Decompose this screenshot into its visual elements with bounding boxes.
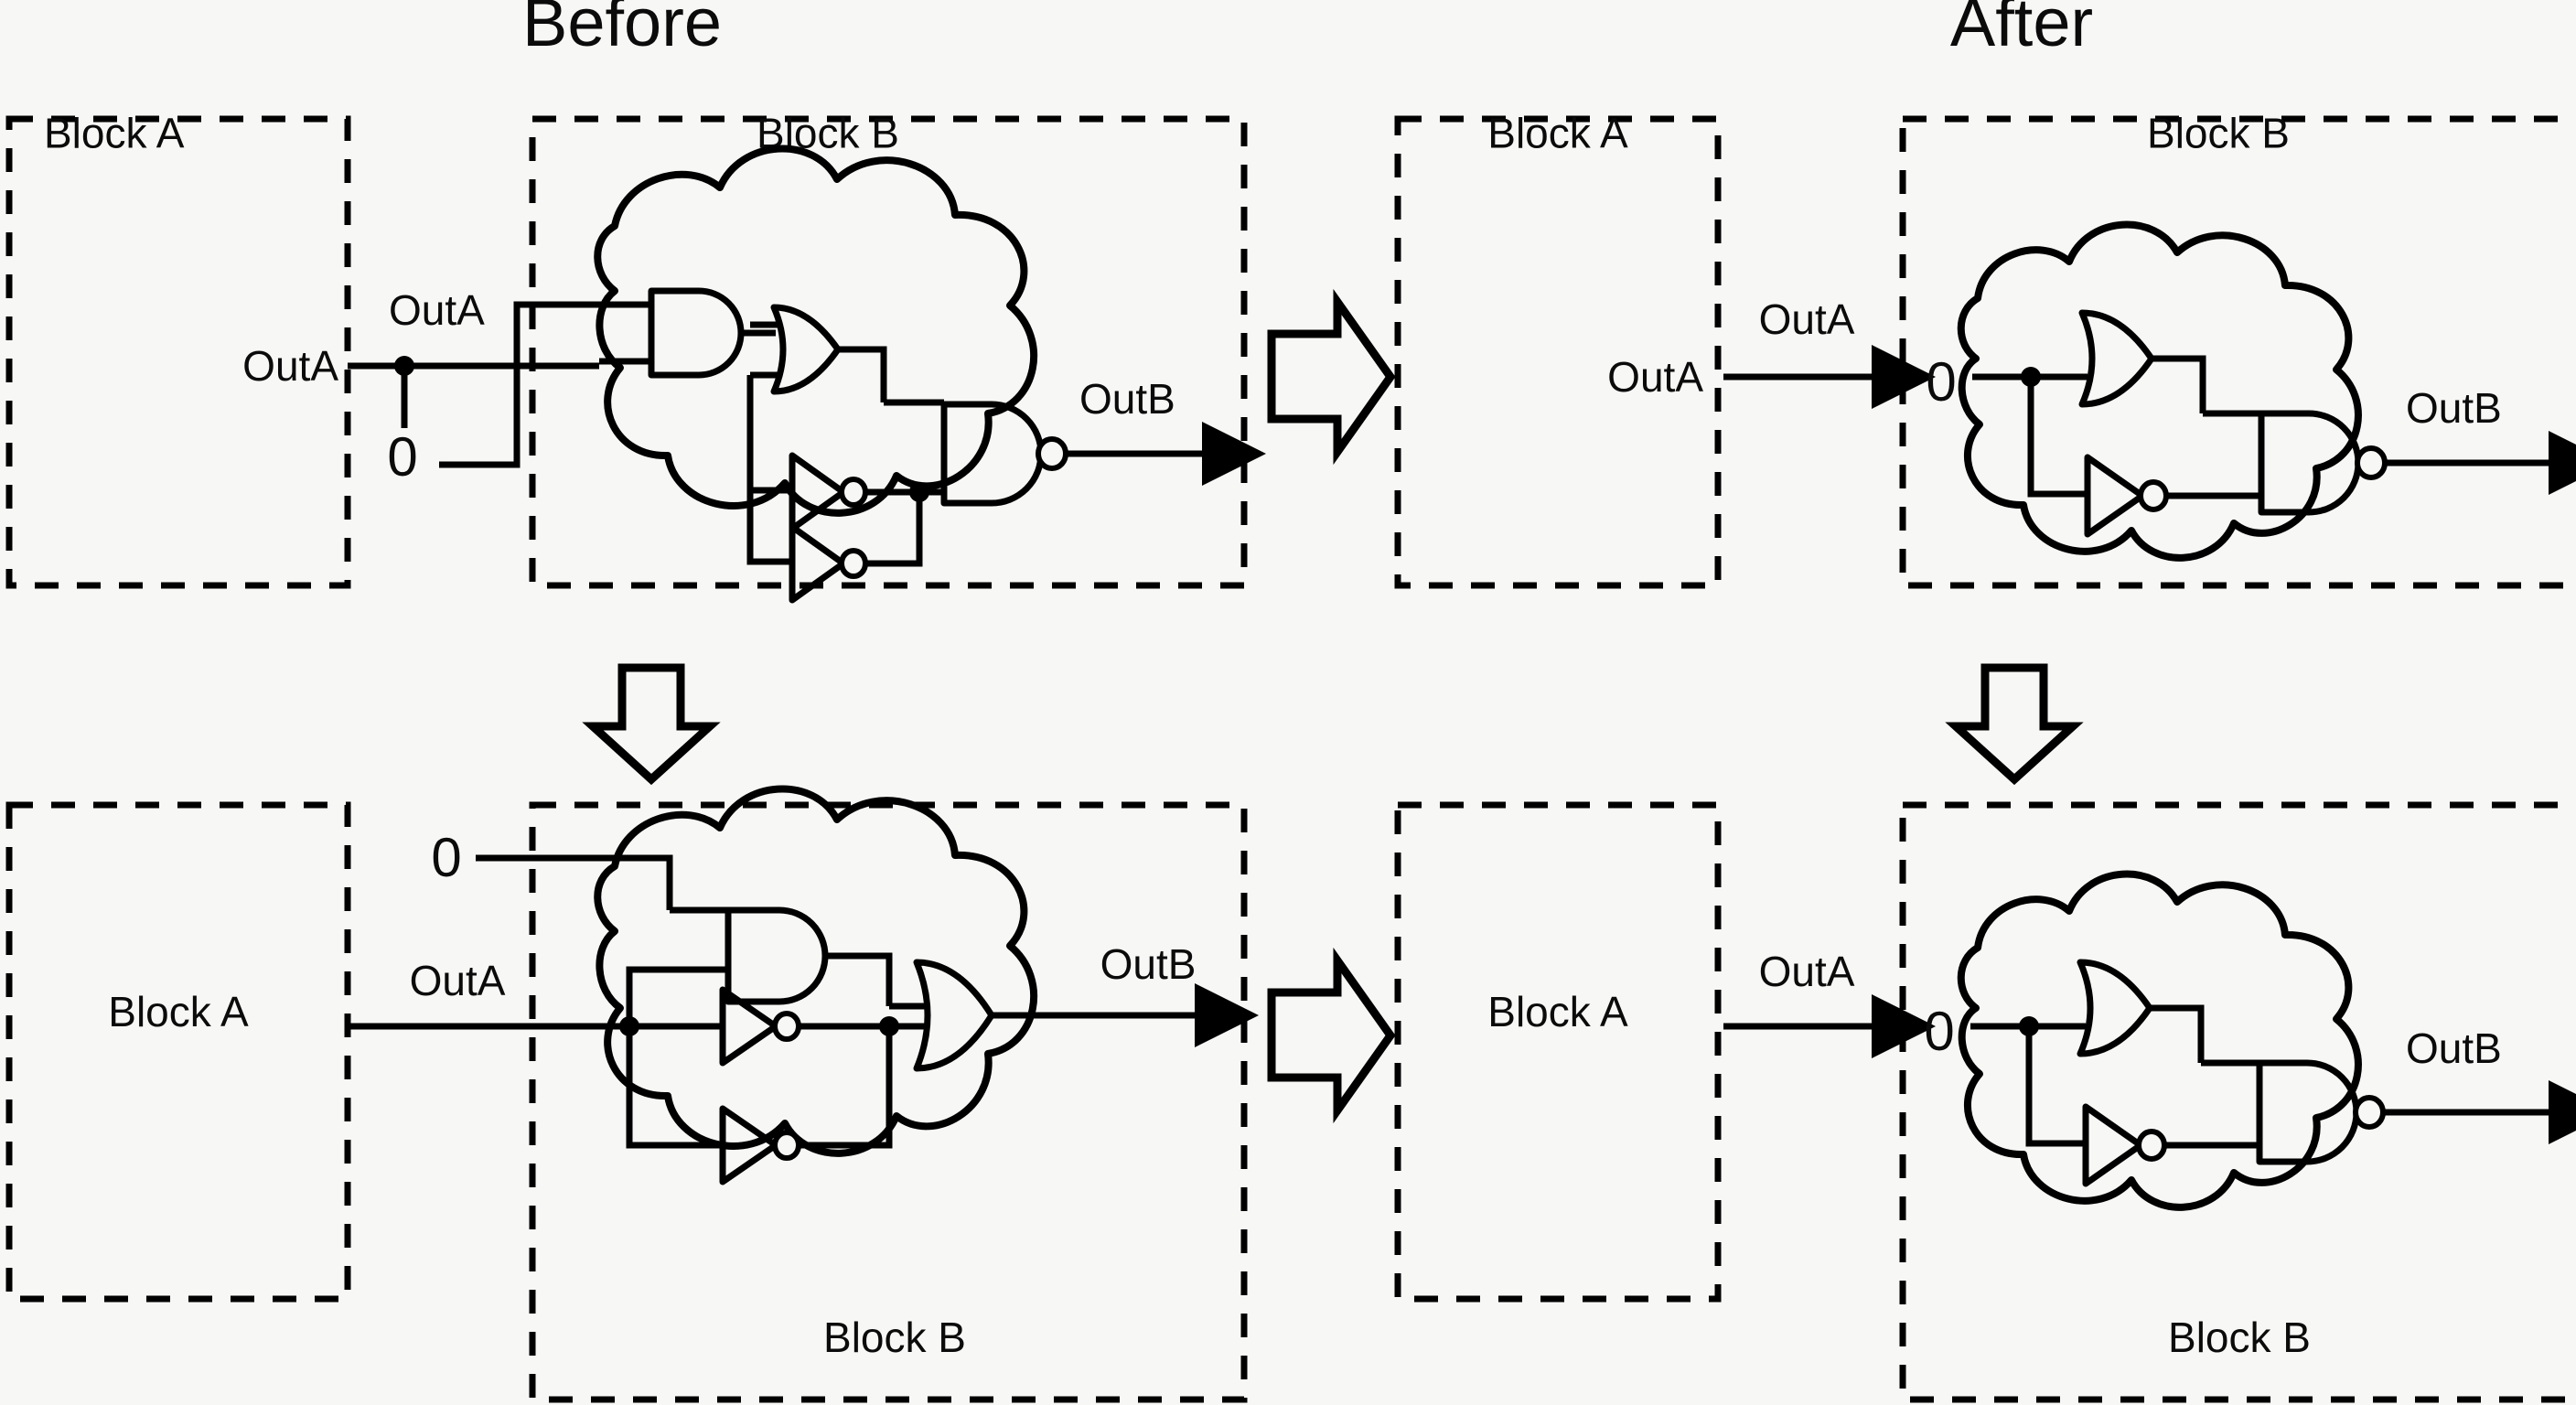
block-a-boundary xyxy=(5,801,351,1303)
wire-zero-to-and xyxy=(476,854,673,910)
inversion-bubble-icon xyxy=(839,477,868,508)
block-b-label: Block B xyxy=(2147,110,2290,157)
signal-label-outb: OutB xyxy=(1100,940,1197,988)
block-a-boundary xyxy=(1394,115,1722,589)
inverter-gate xyxy=(2084,454,2261,538)
inversion-bubble-icon xyxy=(839,548,868,579)
logic-cloud-icon xyxy=(1957,870,2362,1211)
block-b-boundary xyxy=(1899,115,2576,589)
panel-before-top: Block A Block B OutA OutA 0 xyxy=(5,110,1266,604)
inversion-bubble-icon xyxy=(2136,1129,2167,1162)
or-gate xyxy=(750,304,887,402)
wire-inv2-in xyxy=(746,490,792,565)
inverter-gate xyxy=(2082,1103,2259,1187)
big-down-arrow-icon xyxy=(1945,663,2084,786)
signal-label-outa-net: OutA xyxy=(410,957,506,1004)
block-b-label: Block B xyxy=(823,1314,966,1361)
block-b-boundary xyxy=(529,115,1248,589)
block-b-label: Block B xyxy=(2168,1314,2311,1361)
or-gate xyxy=(889,959,1259,1072)
inverter-gate-1 xyxy=(789,452,919,532)
signal-label-outa-net: OutA xyxy=(389,286,485,334)
wire-branch-to-inv xyxy=(2027,377,2088,498)
constant-zero-label: 0 xyxy=(1926,351,1956,413)
big-down-arrow-icon xyxy=(582,663,721,786)
wire-branch-to-inv xyxy=(2025,1026,2086,1147)
logic-cloud-icon xyxy=(1957,220,2362,562)
block-a-label: Block A xyxy=(1487,110,1628,157)
block-a-label: Block A xyxy=(44,110,185,157)
inversion-bubble-icon xyxy=(2353,1095,2386,1130)
inverter-gate-2 xyxy=(789,492,923,604)
logic-cloud-icon xyxy=(594,145,1038,517)
constant-zero-label: 0 xyxy=(1924,1001,1954,1062)
wire-branch-inv2 xyxy=(626,1026,723,1149)
inversion-bubble-icon xyxy=(772,1130,801,1161)
block-a-boundary xyxy=(5,115,351,589)
panel-after-top: Block A Block B OutA OutA 0 xyxy=(1394,110,2576,589)
nand-gate xyxy=(2203,410,2576,516)
wire-zero-to-and xyxy=(439,301,599,468)
inverter-gate-2 xyxy=(719,1026,893,1185)
panel-before-bottom: Block A Block B 0 OutA xyxy=(5,785,1259,1403)
signal-label-outa-net: OutA xyxy=(1759,295,1855,343)
signal-label-outa-net: OutA xyxy=(1759,948,1855,995)
block-a-boundary xyxy=(1394,801,1722,1303)
inversion-bubble-icon xyxy=(2355,445,2388,480)
inverter-gate-1 xyxy=(719,986,889,1067)
signal-label-outb: OutB xyxy=(2406,384,2502,432)
or-gate xyxy=(2077,959,2205,1063)
title-before: Before xyxy=(522,0,722,60)
nand-gate xyxy=(884,399,1266,507)
title-after: After xyxy=(1950,0,2093,60)
inversion-bubble-icon xyxy=(772,1011,801,1042)
wire-branch-and-low xyxy=(626,966,723,1026)
inversion-bubble-icon xyxy=(1036,436,1068,471)
signal-label-outb: OutB xyxy=(2406,1024,2502,1072)
or-gate xyxy=(2078,309,2206,413)
big-right-arrow-icon xyxy=(1267,288,1396,466)
big-right-arrow-icon xyxy=(1267,947,1396,1124)
constant-zero-label: 0 xyxy=(431,827,461,888)
nand-gate xyxy=(2201,1059,2576,1165)
signal-label-outb: OutB xyxy=(1079,375,1175,423)
panel-after-bottom: Block A Block B OutA 0 OutB xyxy=(1394,801,2576,1403)
signal-label-outa-source: OutA xyxy=(1607,353,1703,401)
block-a-label: Block A xyxy=(1487,988,1628,1035)
and-gate xyxy=(670,906,893,1006)
inversion-bubble-icon xyxy=(2138,479,2169,512)
block-b-boundary xyxy=(1899,801,2576,1403)
block-b-boundary xyxy=(529,801,1248,1403)
block-a-label: Block A xyxy=(108,988,249,1035)
constant-zero-label: 0 xyxy=(387,426,417,488)
and-gate xyxy=(599,287,776,379)
signal-label-outa-source: OutA xyxy=(242,342,338,390)
